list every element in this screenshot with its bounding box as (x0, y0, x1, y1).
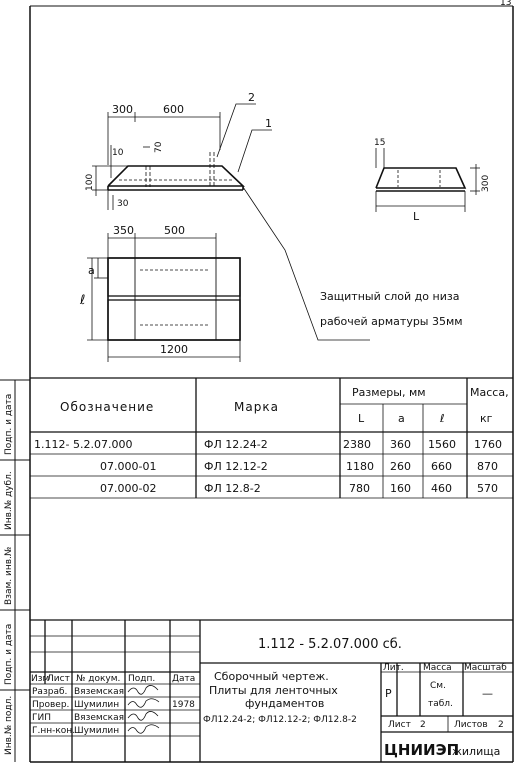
row-designation: 07.000-01 (100, 460, 156, 473)
tb-role-row: Г.нн-кон. Шумилин (32, 726, 119, 736)
org-sub: жилища (452, 745, 500, 758)
side-dim-15: 15 (374, 138, 385, 148)
title-line-3: фундаментов (245, 697, 324, 710)
row-designation: 07.000-02 (100, 482, 156, 495)
row-mark: ФЛ 12.12-2 (204, 460, 268, 473)
dim-30: 30 (117, 199, 129, 209)
row-mark: ФЛ 12.8-2 (204, 482, 261, 495)
row-a: 360 (390, 438, 411, 451)
row-l: 1560 (428, 438, 456, 451)
tb-h-izm: Изм (31, 674, 49, 684)
org-name: ЦНИИЭП (384, 741, 459, 759)
tb-date: 1978 (172, 700, 195, 710)
signature-scribbles (127, 685, 160, 734)
row-l: 460 (431, 482, 452, 495)
massa-label: Масса (423, 663, 452, 673)
tb-role: Провер. (32, 700, 69, 710)
row-designation: 1.112- 5.2.07.000 (34, 438, 132, 451)
spec-table-grid (30, 377, 513, 499)
stamp-podp-data-1: Подп. и дата (4, 624, 14, 685)
th-designation: Обозначение (60, 400, 154, 414)
row-mass: 1760 (474, 438, 502, 451)
side-dim-300: 300 (481, 175, 491, 192)
th-l: ℓ (439, 412, 445, 425)
masshtab-label: Масштаб (464, 663, 507, 673)
tb-role: ГИП (32, 713, 51, 723)
title-block-grid (30, 619, 513, 762)
stamp-inv-dubl: Инв.№ дубл. (4, 471, 14, 530)
row-a: 160 (390, 482, 411, 495)
spec-table-row: 1.112- 5.2.07.000 ФЛ 12.24-2 2380 360 15… (34, 438, 502, 451)
page-corner-number: 13 (500, 0, 511, 8)
sheet-label: Лист (388, 720, 411, 730)
leader-label-1: 1 (265, 117, 272, 130)
tb-name: Вяземская (74, 713, 124, 723)
stamp-inv-podl: Инв.№ подл. (4, 696, 14, 755)
title-line-1: Сборочный чертеж. (214, 670, 329, 683)
sheets-value: 2 (498, 720, 504, 730)
row-a: 260 (390, 460, 411, 473)
note-line-1: Защитный слой до низа (320, 290, 459, 303)
tb-name: Вяземская (74, 687, 124, 697)
plan-view (87, 233, 241, 362)
leader-label-2: 2 (248, 91, 255, 104)
th-L: L (358, 412, 365, 425)
note-line-2: рабочей арматуры 35мм (320, 315, 463, 328)
row-L: 780 (349, 482, 370, 495)
tb-role-row: Разраб. Вяземская (32, 687, 124, 697)
tb-name: Шумилин (74, 726, 119, 736)
plan-dim-1200: 1200 (160, 343, 188, 356)
tb-name: Шумилин (74, 700, 119, 710)
sheet-value: 2 (420, 720, 426, 730)
row-L: 1180 (346, 460, 374, 473)
stamp-vzam-inv: Взам. инв.№ (4, 547, 14, 605)
dim-300: 300 (112, 103, 133, 116)
tb-h-podp: Подп. (128, 674, 155, 684)
stamp-podp-data-2: Подп. и дата (4, 394, 14, 455)
title-line-4: ФЛ12.24-2; ФЛ12.12-2; ФЛ12.8-2 (203, 715, 357, 725)
tb-h-list: Лист (47, 674, 70, 684)
doc-code: 1.112 - 5.2.07.000 сб. (258, 637, 402, 652)
dim-600: 600 (163, 103, 184, 116)
front-view (107, 165, 245, 191)
lit-value: Р (385, 687, 392, 700)
sheets-label: Листов (454, 720, 488, 730)
row-mark: ФЛ 12.24-2 (204, 438, 268, 451)
spec-table-row: 07.000-02 ФЛ 12.8-2 780 160 460 570 (100, 482, 498, 495)
tb-role: Разраб. (32, 687, 67, 697)
plan-dim-l: ℓ (79, 293, 85, 308)
tb-h-data: Дата (172, 674, 195, 684)
row-l: 660 (431, 460, 452, 473)
row-mass: 570 (477, 482, 498, 495)
plan-dim-350: 350 (113, 224, 134, 237)
th-kg: кг (480, 412, 493, 425)
dim-100: 100 (85, 174, 95, 191)
th-mark: Марка (234, 400, 279, 414)
title-line-2: Плиты для ленточных (209, 684, 338, 697)
th-sizes: Размеры, мм (352, 386, 426, 399)
massa-value-1: См. (430, 681, 446, 691)
tb-role-row: Провер. Шумилин 1978 (32, 700, 195, 710)
tb-h-doc: № докум. (76, 674, 120, 684)
masshtab-value: — (482, 687, 493, 700)
dim-10: 10 (112, 148, 124, 158)
row-mass: 870 (477, 460, 498, 473)
spec-table-row: 07.000-01 ФЛ 12.12-2 1180 260 660 870 (100, 460, 498, 473)
th-a: a (398, 412, 405, 425)
side-dim-L: L (413, 210, 420, 223)
side-view (375, 148, 480, 212)
plan-dim-a: a (88, 264, 95, 277)
row-L: 2380 (343, 438, 371, 451)
massa-value-2: табл. (428, 699, 453, 709)
dim-70: 70 (154, 141, 164, 153)
plan-dim-500: 500 (164, 224, 185, 237)
tb-role-row: ГИП Вяземская (32, 713, 124, 723)
lit-label: Лит. (383, 663, 404, 673)
tb-role: Г.нн-кон. (32, 726, 75, 736)
th-mass: Масса, (470, 386, 509, 399)
